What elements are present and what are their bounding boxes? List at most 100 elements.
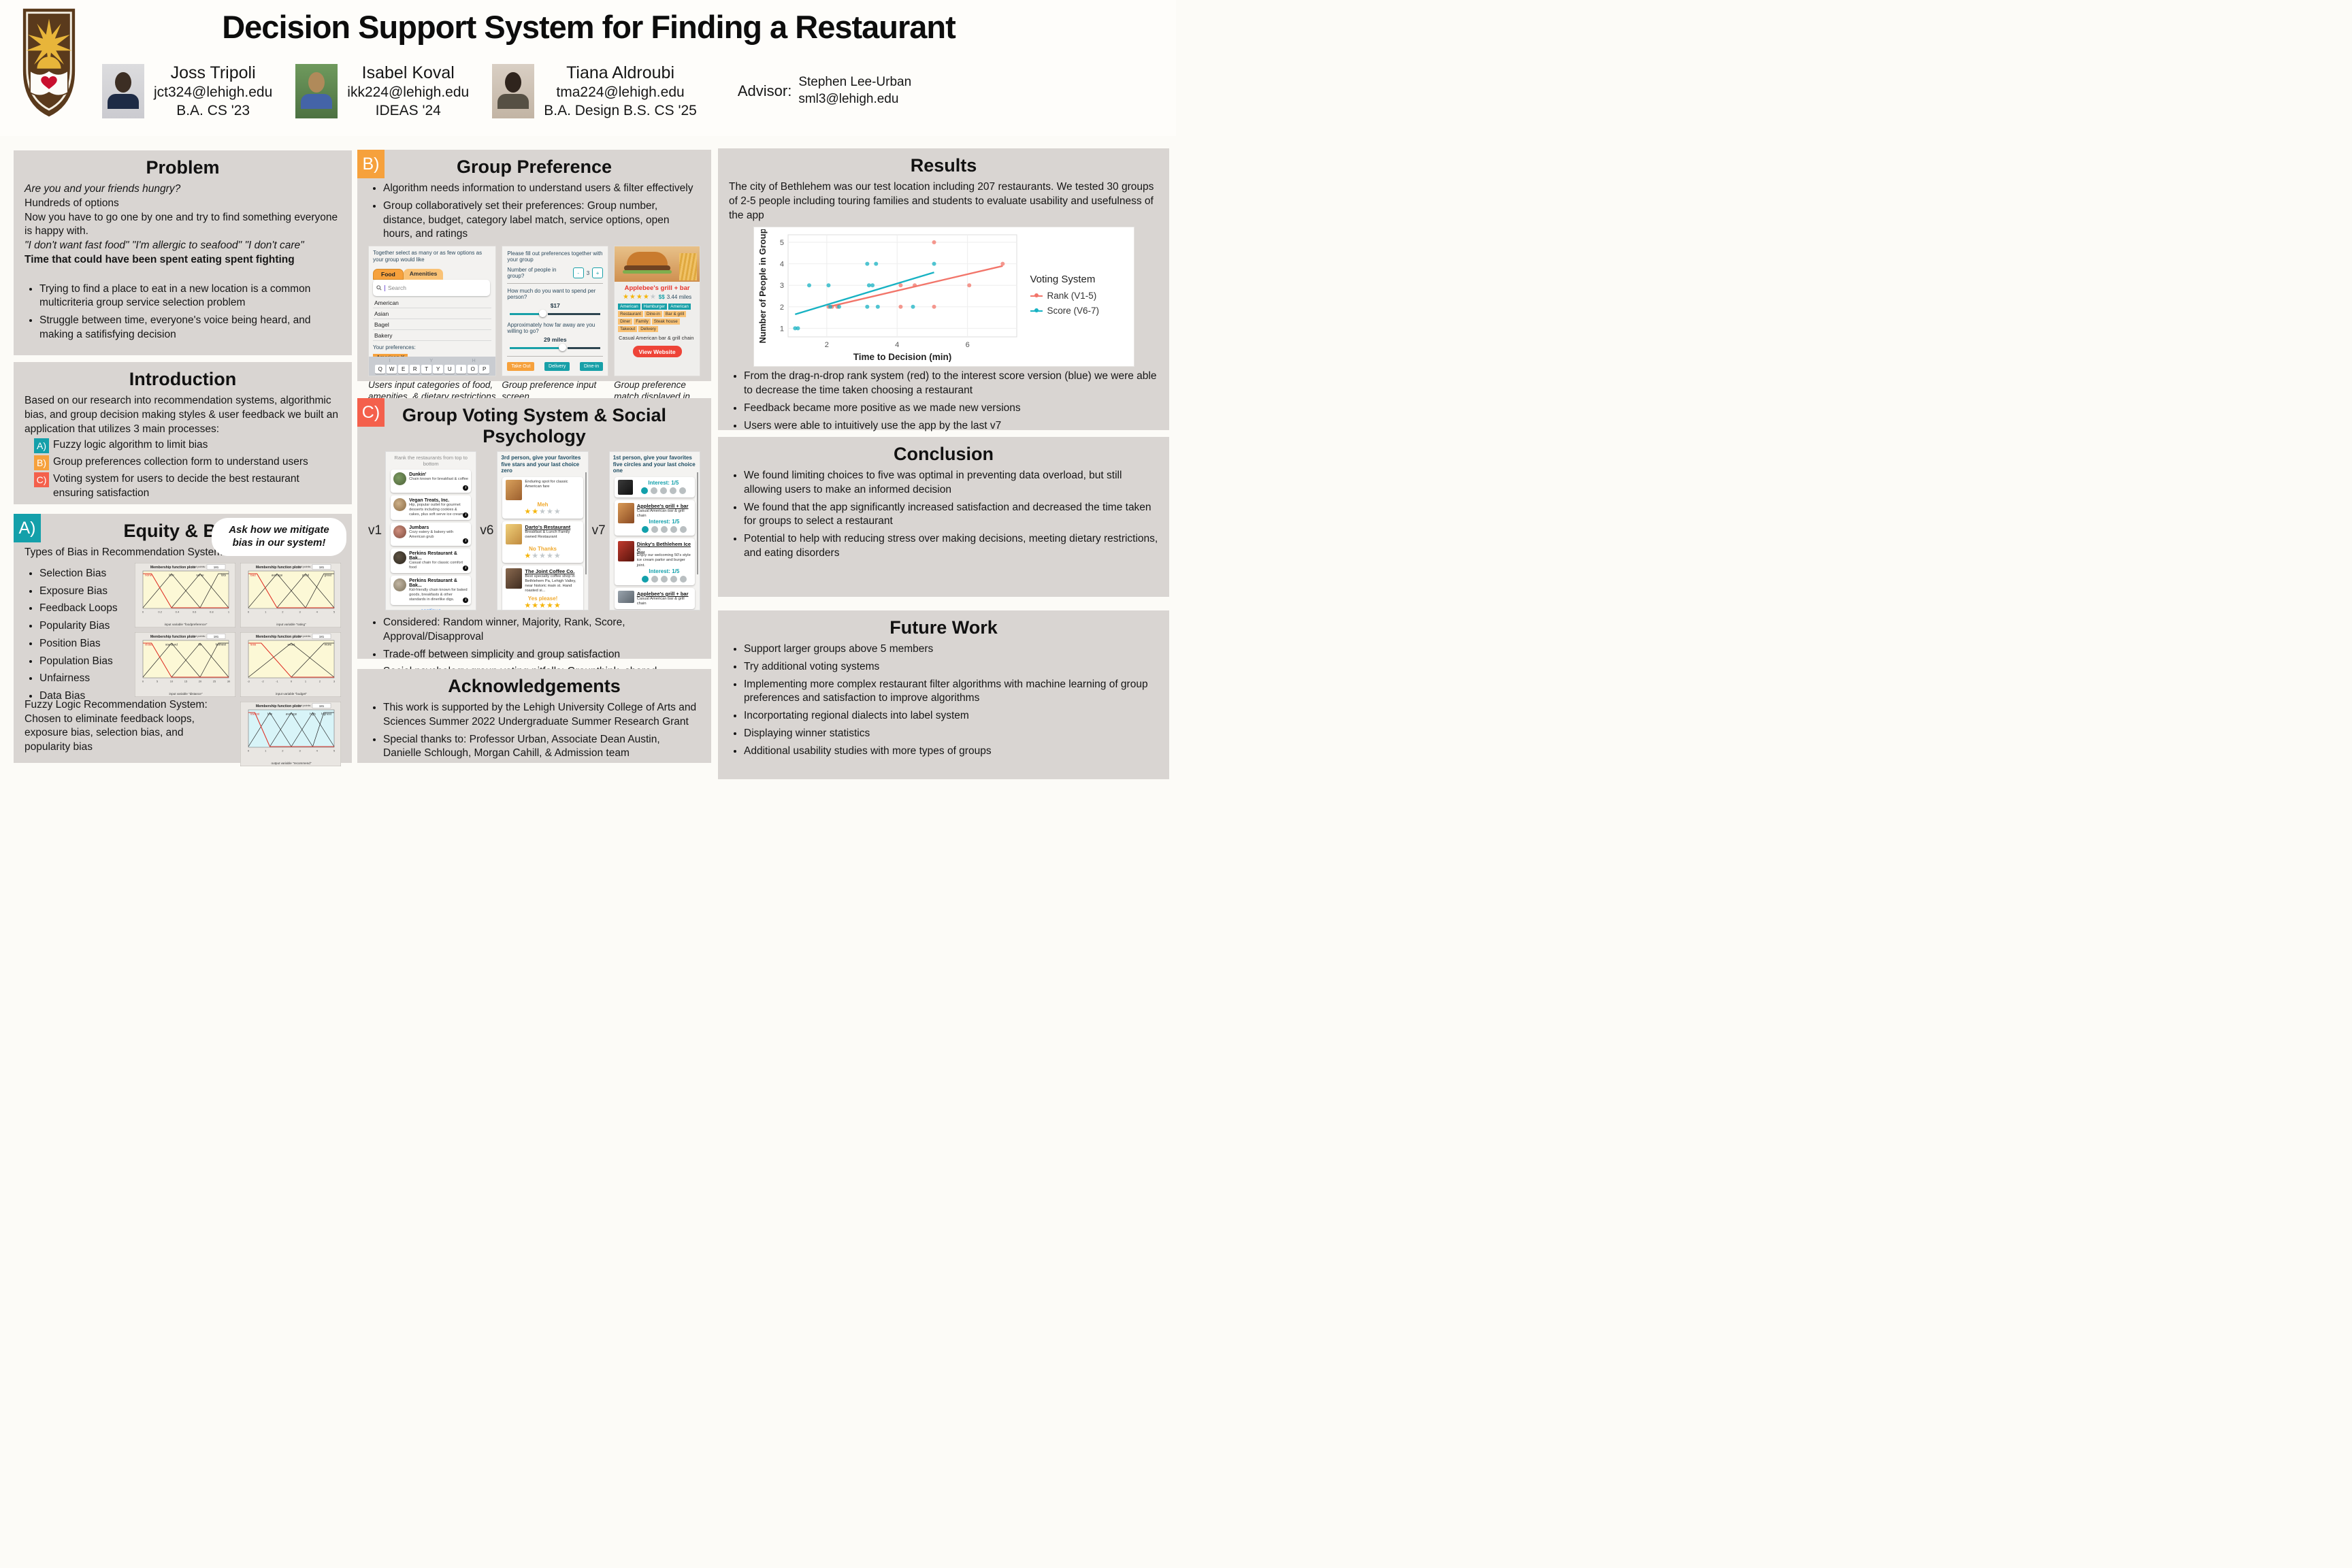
svg-text:bad: bad	[250, 573, 256, 576]
author-name: Isabel Koval	[361, 63, 455, 82]
ack-bullet: Special thanks to: Professor Urban, Asso…	[383, 733, 700, 762]
problem-line: Are you and your friends hungry?	[24, 183, 181, 195]
restaurant-name: Jumbars	[409, 525, 429, 530]
process-a-badge: A)	[34, 438, 49, 454]
bias-type-list: Selection Bias Exposure Bias Feedback Lo…	[26, 567, 135, 704]
tag: Family	[634, 318, 651, 325]
svg-text:181: 181	[319, 566, 325, 569]
svg-text:more: more	[325, 642, 332, 646]
version-label: v6	[480, 523, 494, 538]
interest-label: Interest: 1/5	[649, 568, 680, 574]
category-option: Bakery	[373, 330, 492, 342]
interest-circles	[637, 526, 691, 534]
svg-text:181: 181	[319, 704, 325, 708]
category-list: American Asian Bagel Bakery	[373, 297, 492, 342]
restaurant-name: Vegan Treats, Inc.	[409, 498, 450, 503]
keyboard: I Y H Q W E R T Y U I O P	[369, 357, 496, 376]
svg-text:input variable "distance": input variable "distance"	[169, 692, 203, 696]
tag: Hamburger	[641, 304, 668, 310]
panel-conclusion: Conclusion We found limiting choices to …	[718, 437, 1169, 597]
ack-bullet: This work is supported by the Lehigh Uni…	[383, 701, 700, 730]
restaurant-thumb	[506, 523, 523, 544]
svg-text:1: 1	[779, 325, 783, 333]
info-icon: i	[463, 597, 469, 603]
author-degree: B.A. Design B.S. CS '25	[544, 102, 697, 118]
scrollbar	[697, 472, 698, 574]
search-icon	[376, 282, 382, 294]
screenshot-match-card: Applebee's grill + bar ★★★★★ $$ 3.44 mil…	[614, 246, 700, 377]
panel-future-work: Future Work Support larger groups above …	[718, 610, 1169, 779]
screenshot-score-voting: 3rd person, give your favorites five sta…	[497, 451, 589, 610]
tag: Bar & grill	[663, 311, 687, 318]
fuzzy-logic-note: Fuzzy Logic Recommendation System: Chose…	[24, 698, 208, 753]
problem-line: Hundreds of options	[24, 197, 119, 209]
kb-suggestion: I	[389, 359, 391, 364]
results-bullet: From the drag-n-drop rank system (red) t…	[744, 370, 1158, 398]
info-icon: i	[463, 512, 469, 518]
tag: American	[668, 304, 691, 310]
process-b-text: Group preferences collection form to und…	[53, 456, 308, 468]
problem-line: Time that could have been spent eating s…	[24, 253, 295, 265]
svg-text:0.8: 0.8	[210, 610, 214, 613]
panel-introduction: Introduction Based on our research into …	[14, 362, 352, 504]
restaurant-name: Dunkin'	[409, 472, 427, 477]
kb-key: I	[455, 365, 467, 374]
search-placeholder: Search	[388, 284, 406, 292]
panel-group-voting: C) Group Voting System & Social Psycholo…	[357, 398, 711, 709]
restaurant-thumb	[617, 502, 634, 523]
tag: Dine-in	[644, 311, 662, 318]
kb-key: W	[386, 365, 397, 374]
svg-text:Membership function plots: Membership function plots	[150, 635, 195, 639]
restaurant-thumb	[617, 479, 633, 495]
future-bullet: Displaying winner statistics	[744, 727, 1158, 741]
svg-text:6: 6	[965, 341, 969, 349]
svg-text:181: 181	[214, 566, 219, 569]
future-work-title: Future Work	[889, 617, 998, 638]
price-level: $$	[658, 294, 665, 301]
svg-text:10: 10	[170, 679, 174, 683]
svg-text:5: 5	[779, 239, 783, 247]
svg-text:181: 181	[319, 635, 325, 638]
poster-title: Decision Support System for Finding a Re…	[222, 9, 956, 45]
restaurant-name: Perkins Restaurant & Bak...	[409, 578, 457, 588]
svg-text:Membership function plots: Membership function plots	[256, 635, 301, 639]
score-stars: ★★★★★	[524, 507, 561, 516]
panel-results: Results The city of Bethlehem was our te…	[718, 148, 1169, 431]
distance-slider	[510, 344, 601, 352]
tag-row: American Hamburger American Restaurant D…	[615, 301, 700, 333]
svg-text:average: average	[272, 573, 283, 576]
screenshot-category-select: Together select as many or as few option…	[368, 246, 497, 377]
people-label: Number of people in group?	[507, 267, 557, 280]
svg-text:input variable "budget": input variable "budget"	[276, 692, 307, 696]
advisor-email: sml3@lehigh.edu	[798, 91, 899, 106]
svg-text:0: 0	[248, 610, 250, 613]
svg-text:1: 1	[228, 610, 230, 613]
problem-bullet: Trying to find a place to eat in a new l…	[39, 282, 341, 311]
voting-title: Group Voting System & Social Psychology	[402, 405, 667, 446]
future-bullet: Support larger groups above 5 members	[744, 642, 1158, 657]
categories-intro: Together select as many or as few option…	[373, 250, 483, 263]
process-c-text: Voting system for users to decide the be…	[53, 473, 299, 500]
svg-text:2: 2	[824, 341, 828, 349]
search-input: Search	[373, 280, 491, 297]
section-a-badge: A)	[14, 514, 41, 542]
spend-value: $17	[550, 302, 560, 310]
screenshot-rank-voting: Rank the restaurants from top to bottom …	[385, 451, 477, 610]
version-label: v7	[591, 523, 606, 538]
conclusion-bullet: Potential to help with reducing stress o…	[744, 532, 1158, 561]
restaurant-desc: Cozy eatery & bakery with American grub	[409, 529, 454, 539]
interest-label: Interest: 1/5	[649, 519, 680, 525]
svg-text:input variable "foodpreference: input variable "foodpreference"	[165, 623, 208, 626]
svg-text:standard: standard	[165, 642, 178, 646]
results-intro: The city of Bethlehem was our test locat…	[729, 181, 1154, 221]
panel-problem: Problem Are you and your friends hungry?…	[14, 150, 352, 355]
svg-text:great: great	[325, 573, 332, 576]
restaurant-thumb	[617, 541, 634, 562]
restaurant-name: Darto's Restaurant	[525, 523, 571, 530]
svg-text:Membership function plots: Membership function plots	[256, 704, 301, 708]
restaurant-name: Applebee's grill + bar	[624, 284, 690, 293]
